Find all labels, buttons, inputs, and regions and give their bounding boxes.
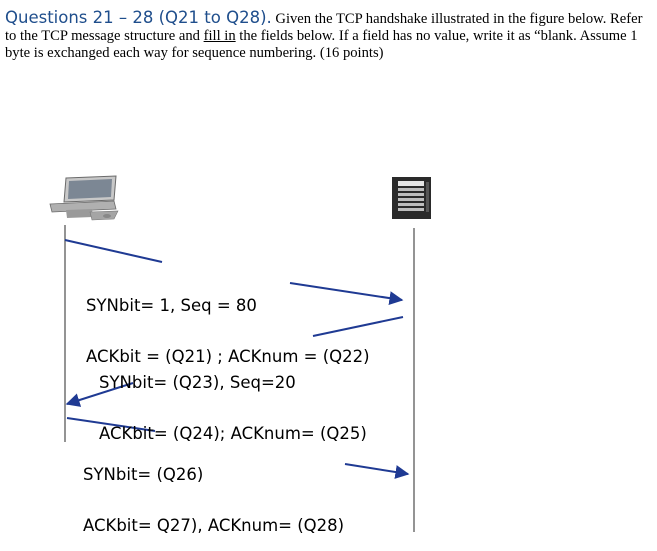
arrow-line-3a [66, 417, 156, 432]
desktop-computer-icon [49, 175, 119, 221]
arrow-line-1b [289, 282, 404, 306]
message-1-label: SYNbit= 1, Seq = 80 ACKbit = (Q21) ; ACK… [86, 263, 370, 382]
arrow-line-2a [312, 316, 404, 337]
message-3-line-2: ACKbit= Q27), ACKnum= (Q28) [83, 516, 345, 535]
message-1-line-1: SYNbit= 1, Seq = 80 [86, 296, 257, 315]
question-underlined: fill in [203, 28, 236, 44]
server-tower-icon [392, 177, 431, 219]
arrow-line-3b [344, 463, 410, 479]
question-heading: Questions 21 – 28 (Q21 to Q28). [5, 8, 272, 27]
arrow-line-2b [65, 382, 134, 407]
message-2-label: SYNbit= (Q23), Seq=20 ACKbit= (Q24); ACK… [99, 340, 367, 459]
message-2-line-1: SYNbit= (Q23), Seq=20 [99, 373, 296, 392]
message-3-label: SYNbit= (Q26) ACKbit= Q27), ACKnum= (Q28… [83, 432, 344, 551]
question-body-b: the fields below. If a field has no valu… [5, 28, 638, 61]
message-3-line-1: SYNbit= (Q26) [83, 465, 204, 484]
question-text: Questions 21 – 28 (Q21 to Q28). Given th… [5, 9, 650, 62]
arrow-line-1a [64, 239, 163, 263]
message-1-line-2: ACKbit = (Q21) ; ACKnum = (Q22) [86, 347, 370, 366]
question-body-a: Given the TCP handshake illustrated in t… [5, 11, 643, 44]
message-2-line-2: ACKbit= (Q24); ACKnum= (Q25) [99, 424, 367, 443]
handshake-diagram [49, 175, 431, 532]
